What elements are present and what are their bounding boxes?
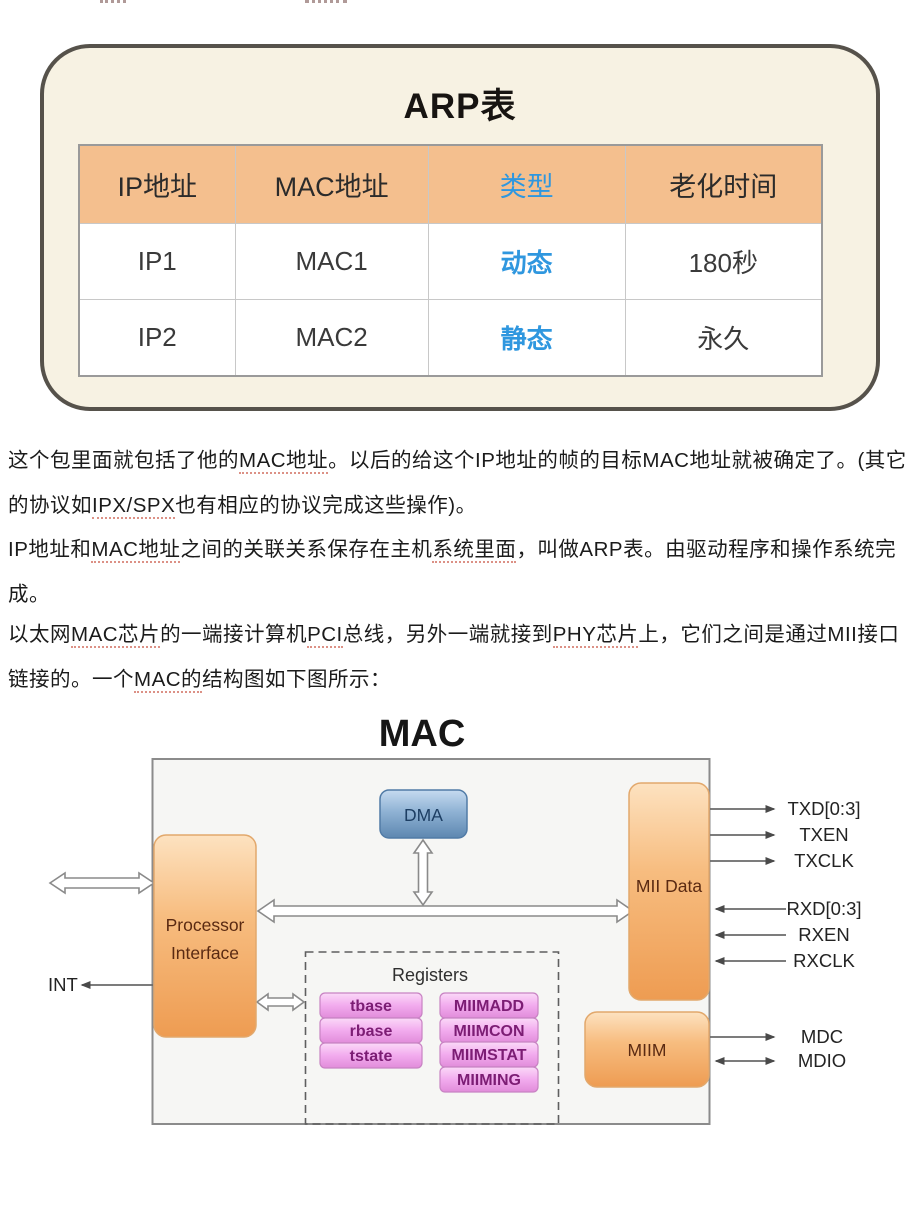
register-rbase-label: rbase — [350, 1023, 393, 1040]
text-segment: IPX/SPX — [92, 494, 176, 519]
processor-interface-block — [153, 834, 257, 1038]
mac-diagram-title: MAC — [379, 713, 466, 755]
register-miimadd-label: MIIMADD — [454, 998, 524, 1015]
miim-label: MIIM — [628, 1040, 667, 1060]
table-row: IP1 MAC1 动态 180秒 — [78, 223, 823, 300]
dma-label: DMA — [404, 805, 443, 825]
registers-group-box — [304, 951, 560, 1125]
miim-block — [584, 1011, 710, 1088]
arp-card-title: ARP表 — [403, 87, 517, 126]
text-segment: 这个包里面就包括了他的 — [8, 449, 239, 472]
arp-header-mac: MAC地址 — [234, 144, 429, 224]
text-segment: MAC地址 — [239, 449, 329, 474]
text-segment: 以太网 — [8, 623, 71, 646]
arp-cell-ip2: IP2 — [78, 299, 236, 377]
arp-header-aging: 老化时间 — [624, 144, 823, 224]
register-miimcon-label: MIIMCON — [453, 1023, 524, 1040]
arp-cell-aging1: 180秒 — [624, 223, 823, 300]
arp-header-type: 类型 — [427, 144, 626, 224]
arp-cell-type1: 动态 — [427, 223, 626, 300]
arp-cell-aging2: 永久 — [624, 299, 823, 377]
paragraph-arp-table: IP地址和MAC地址之间的关联关系保存在主机系统里面，叫做ARP表。由驱动程序和… — [8, 527, 916, 617]
arp-cell-type2: 静态 — [427, 299, 626, 377]
text-segment: 总线，另外一端就接到 — [342, 623, 553, 646]
text-segment: 结构图如下图所示： — [202, 668, 392, 691]
register-tbase-label: tbase — [350, 998, 392, 1015]
dma-block — [379, 789, 468, 839]
text-segment: IP地址和 — [8, 538, 92, 561]
paragraph-arp-intro: 这个包里面就包括了他的MAC地址。以后的给这个IP地址的帧的目标MAC地址就被确… — [8, 438, 916, 528]
mii-data-label: MII Data — [636, 876, 702, 896]
txd-signal-label: TXD[0:3] — [788, 798, 861, 819]
text-segment: 也有相应的协议完成这些操作)。 — [175, 494, 477, 517]
processor-registers-arrow — [255, 992, 306, 1012]
text-segment: 。以后的给这个IP地址的帧的目标MAC地址就被确定了。(其它的协议如 — [8, 449, 907, 517]
dma-bus-arrow — [412, 838, 434, 907]
rxd-signal-label: RXD[0:3] — [786, 898, 861, 919]
register-miiming-label: MIIMING — [457, 1072, 521, 1089]
text-segment: PHY芯片 — [552, 623, 639, 648]
processor-interface-label-line2: Interface — [171, 943, 239, 963]
arp-table: IP地址 MAC地址 类型 老化时间 IP1 MAC1 动态 180秒 IP2 … — [78, 144, 823, 377]
processor-external-bus-arrow — [48, 871, 156, 895]
arp-cell-ip1: IP1 — [78, 223, 236, 300]
text-segment: ，叫做ARP表。由驱动程序和操作系统完成。 — [8, 538, 897, 606]
top-edge-artifact — [100, 0, 126, 3]
mac-diagram: MAC Registers Processor Interface DMA MI… — [48, 713, 862, 1125]
arp-table-card: ARP表 IP地址 MAC地址 类型 老化时间 IP1 MAC1 动态 180秒 — [40, 44, 880, 411]
register-tstate-label: tstate — [350, 1048, 393, 1065]
txclk-signal-label: TXCLK — [794, 850, 854, 871]
text-segment: MAC芯片 — [71, 623, 161, 648]
mdio-signal-label: MDIO — [798, 1050, 846, 1071]
mii-data-block — [628, 782, 710, 1001]
register-miiming-box — [439, 1066, 539, 1093]
table-row: IP2 MAC2 静态 永久 — [78, 299, 823, 377]
text-segment: 上，它们之间是通过MII接口链接的。一个 — [8, 623, 900, 691]
mdc-signal-label: MDC — [801, 1026, 843, 1047]
int-signal-label: INT — [48, 974, 78, 995]
processor-interface-label-line1: Processor — [166, 915, 245, 935]
registers-group-label: Registers — [392, 965, 468, 985]
register-miimstat-label: MIIMSTAT — [452, 1047, 527, 1064]
arp-cell-mac2: MAC2 — [234, 299, 429, 377]
text-segment: MAC的 — [134, 668, 203, 693]
top-edge-artifact — [305, 0, 347, 3]
rxclk-signal-label: RXCLK — [793, 950, 855, 971]
rxen-signal-label: RXEN — [798, 924, 849, 945]
text-segment: 之间的关联关系保存在主机 — [180, 538, 433, 561]
text-segment: MAC地址 — [91, 538, 181, 563]
register-tstate-box — [319, 1042, 423, 1069]
arp-header-row: IP地址 MAC地址 类型 老化时间 — [78, 144, 823, 224]
txen-signal-label: TXEN — [799, 824, 848, 845]
arp-cell-mac1: MAC1 — [234, 223, 429, 300]
text-segment: 系统里面 — [432, 538, 517, 563]
text-segment: PCI — [307, 623, 343, 648]
paragraph-mac-chip: 以太网MAC芯片的一端接计算机PCI总线，另外一端就接到PHY芯片上，它们之间是… — [8, 612, 916, 702]
arp-header-ip: IP地址 — [78, 144, 236, 224]
text-segment: 的一端接计算机 — [160, 623, 308, 646]
